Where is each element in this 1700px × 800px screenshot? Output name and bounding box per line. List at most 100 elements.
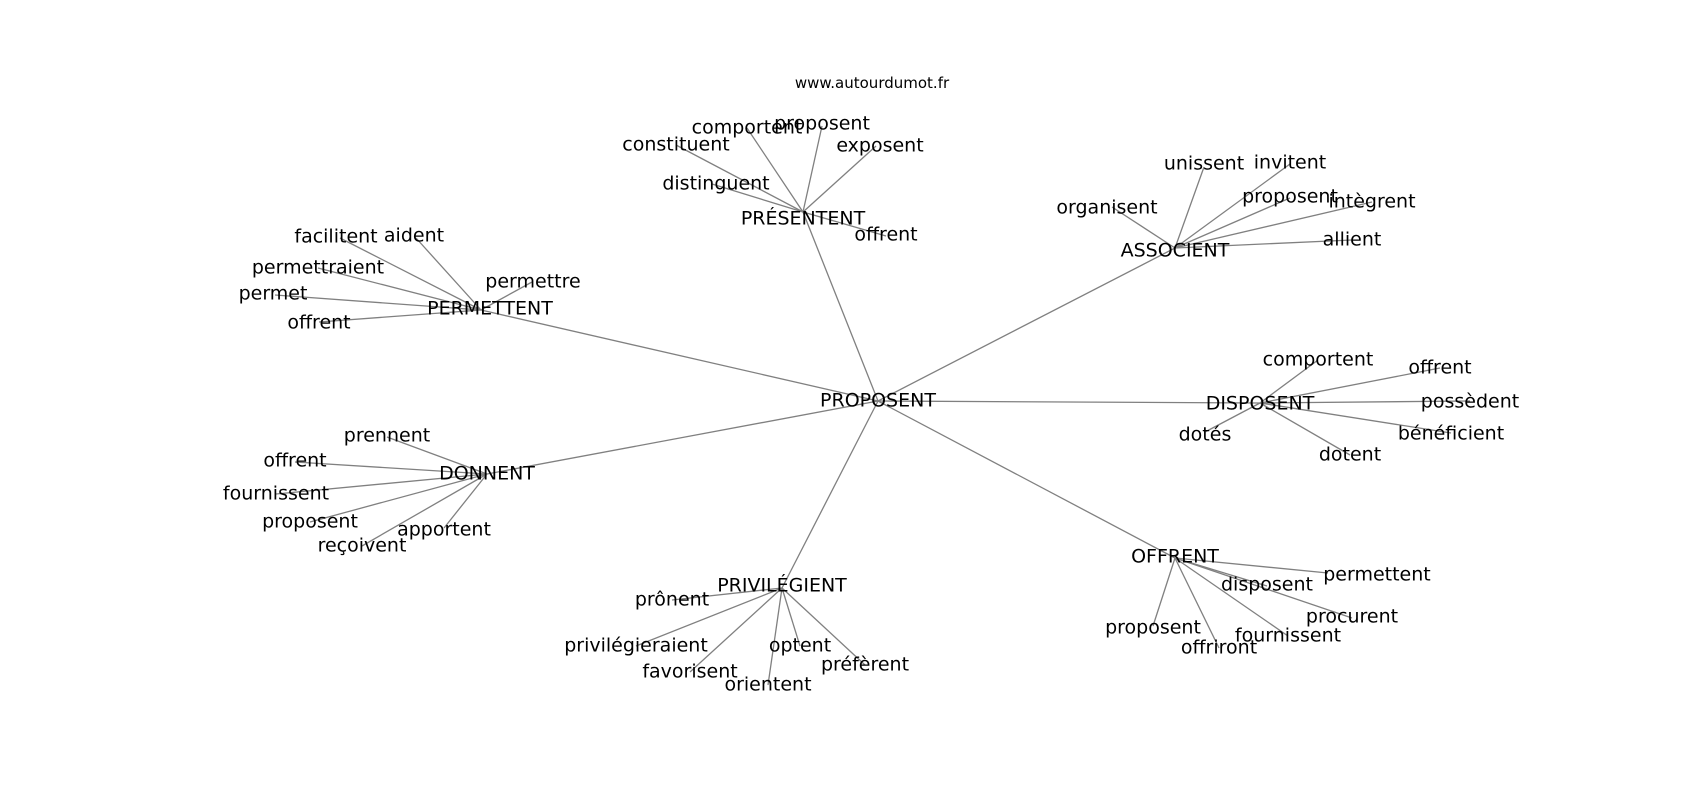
edge-group-3-word-2 — [1259, 400, 1471, 404]
word-label: bénéficient — [1398, 423, 1504, 445]
edge-group-4-word-1 — [294, 461, 488, 475]
edge-group-6-word-0 — [671, 587, 783, 601]
edge-group-5-word-2 — [1174, 557, 1353, 619]
source-label: www.autourdumot.fr — [795, 74, 950, 92]
edge-group-2-word-1 — [415, 237, 482, 311]
word-label: permet — [239, 283, 308, 305]
group-label: DONNENT — [439, 463, 535, 485]
edge-group-1-word-2 — [1111, 206, 1176, 249]
word-label: permettraient — [252, 257, 384, 279]
edge-center-1 — [877, 247, 1176, 402]
word-label: fournissent — [1235, 625, 1341, 647]
edge-center-0 — [802, 211, 879, 402]
edge-center-6 — [781, 400, 879, 589]
word-label: offrent — [854, 224, 917, 246]
word-label: optent — [769, 635, 831, 657]
word-label: permettent — [1323, 564, 1431, 586]
word-label: distinguent — [662, 173, 769, 195]
word-label: organisent — [1056, 197, 1157, 219]
word-label: favorisent — [642, 661, 737, 683]
word-label: proposent — [262, 511, 358, 533]
word-label: allient — [1323, 229, 1382, 251]
word-label: comportent — [692, 117, 803, 139]
word-label: offriront — [1181, 637, 1257, 659]
edge-group-5-word-5 — [1174, 557, 1220, 649]
word-label: apportent — [397, 519, 491, 541]
edge-group-0-word-5 — [802, 211, 887, 237]
edge-center-2 — [480, 309, 879, 402]
edge-group-6-word-3 — [689, 587, 783, 673]
word-label: facilitent — [294, 226, 377, 248]
edge-group-6-word-2 — [781, 587, 801, 647]
edge-group-3-word-4 — [1259, 402, 1452, 434]
word-label: dotent — [1319, 444, 1381, 466]
edge-group-2-word-4 — [274, 294, 482, 311]
edge-group-1-word-1 — [1174, 163, 1291, 249]
word-label: préfèrent — [821, 654, 909, 676]
edge-group-1-word-5 — [1174, 239, 1353, 249]
edges — [274, 125, 1471, 686]
word-label: prônent — [635, 589, 709, 611]
group-label: PRIVILÉGIENT — [717, 574, 847, 597]
edge-group-3-word-5 — [1259, 402, 1351, 456]
edge-group-0-word-3 — [802, 145, 877, 213]
word-label: aident — [384, 225, 444, 247]
word-label: intègrent — [1328, 191, 1415, 213]
word-label: proposent — [774, 113, 870, 135]
edge-group-6-word-1 — [635, 587, 783, 647]
word-label: proposent — [1242, 186, 1338, 208]
group-label: ASSOCIENT — [1121, 240, 1230, 262]
word-label: fournissent — [223, 483, 329, 505]
edge-group-5-word-0 — [1174, 557, 1329, 574]
edge-group-1-word-0 — [1174, 166, 1205, 249]
edge-group-4-word-2 — [275, 473, 488, 495]
edge-group-4-word-3 — [309, 473, 488, 523]
word-label: privilégieraient — [564, 635, 708, 657]
edge-group-5-word-4 — [1174, 557, 1289, 637]
word-label: disposent — [1221, 574, 1313, 596]
edge-group-4-word-5 — [361, 473, 488, 547]
group-label: PERMETTENT — [427, 298, 553, 320]
word-label: offrent — [1408, 357, 1471, 379]
edge-group-2-word-0 — [339, 237, 482, 311]
group-label: DISPOSENT — [1206, 393, 1315, 415]
word-label: unissent — [1164, 153, 1244, 175]
edge-group-2-word-3 — [480, 281, 533, 311]
word-label: possèdent — [1421, 391, 1519, 413]
group-label: OFFRENT — [1131, 546, 1219, 568]
edge-group-6-word-4 — [781, 587, 866, 666]
word-label: orientent — [724, 674, 811, 696]
word-label: dotés — [1179, 424, 1232, 446]
edge-group-0-word-1 — [802, 125, 823, 213]
word-label: proposent — [1105, 617, 1201, 639]
edge-center-5 — [877, 400, 1176, 559]
word-label: reçoivent — [318, 535, 407, 557]
edge-group-4-word-0 — [386, 436, 488, 475]
word-label: permettre — [485, 271, 580, 293]
edge-group-1-word-4 — [1174, 201, 1373, 249]
edge-group-0-word-0 — [746, 127, 804, 213]
edge-group-1-word-3 — [1174, 197, 1291, 249]
edge-center-3 — [877, 400, 1261, 404]
word-label: offrent — [287, 312, 350, 334]
edge-group-2-word-5 — [318, 309, 482, 323]
edge-group-0-word-4 — [711, 183, 804, 213]
center-word: PROPOSENT — [820, 390, 936, 412]
edge-group-2-word-2 — [317, 267, 482, 311]
word-label: constituent — [622, 134, 729, 156]
edge-group-6-word-5 — [767, 587, 783, 686]
edge-group-5-word-3 — [1152, 557, 1176, 627]
word-label: exposent — [836, 135, 923, 157]
edge-group-3-word-0 — [1259, 359, 1319, 404]
edge-center-4 — [486, 400, 879, 475]
word-label: comportent — [1263, 349, 1374, 371]
edge-group-3-word-1 — [1259, 367, 1441, 404]
edge-group-0-word-2 — [675, 144, 804, 213]
word-label: prennent — [344, 425, 430, 447]
word-label: procurent — [1306, 606, 1398, 628]
edge-group-3-word-3 — [1204, 402, 1261, 433]
edge-group-4-word-4 — [443, 473, 488, 529]
group-label: PRÉSENTENT — [741, 207, 866, 230]
